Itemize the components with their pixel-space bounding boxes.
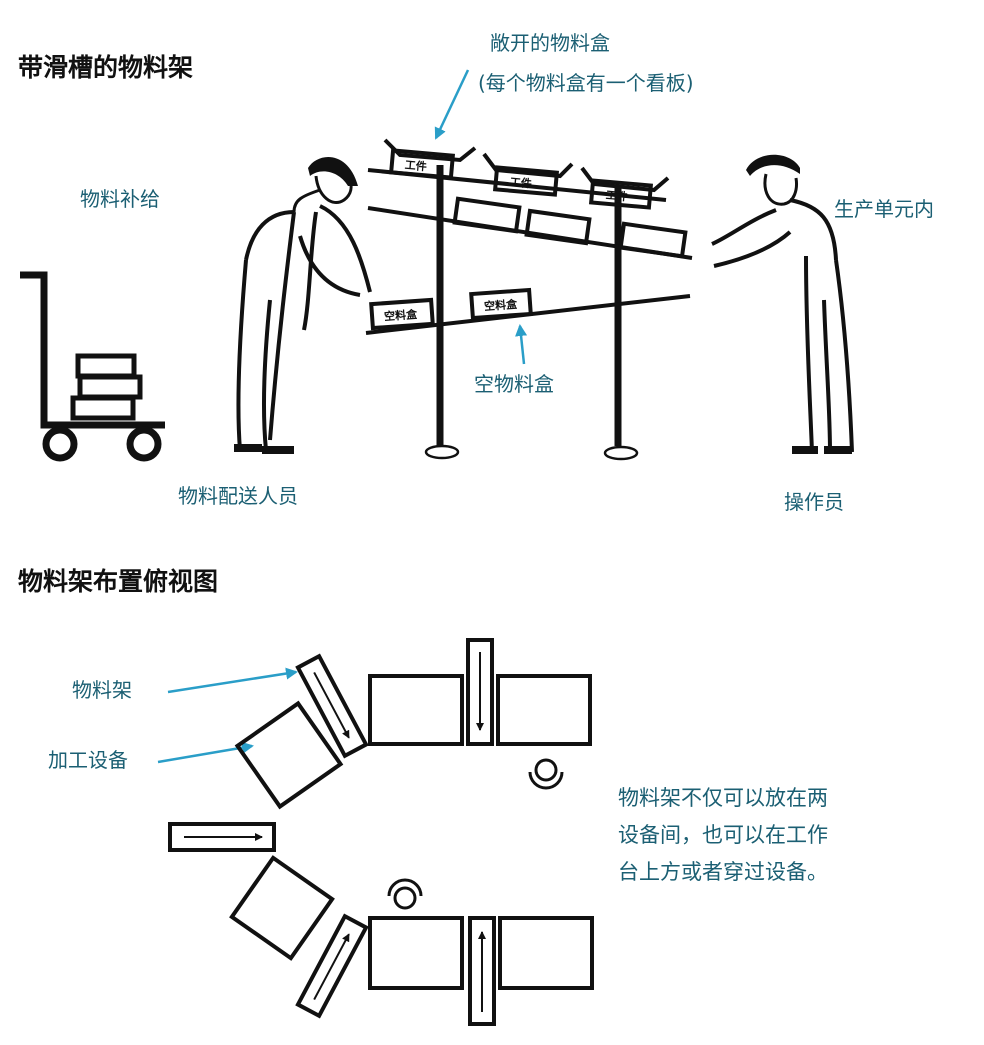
empty-box-1: 空料盒 xyxy=(369,297,435,331)
operator-figure xyxy=(711,154,854,454)
operator-label: 操作员 xyxy=(784,490,844,514)
note-line-1: 物料架不仅可以放在两 xyxy=(618,786,828,810)
operator-symbol-bottom xyxy=(387,878,423,910)
open-box-label: 敞开的物料盒 xyxy=(490,31,610,55)
top-section-title: 带滑槽的物料架 xyxy=(18,53,193,82)
rack-label: 物料架 xyxy=(72,678,132,702)
equipment-top-left xyxy=(234,700,344,810)
equipment-top-1 xyxy=(368,674,464,746)
note-line-3: 台上方或者穿过设备。 xyxy=(618,860,828,884)
workpiece-label-2: 工件 xyxy=(509,175,532,191)
equipment-bottom-2 xyxy=(498,916,594,990)
workpiece-box-2: 工件 xyxy=(482,152,574,197)
empty-box-label-1: 空料盒 xyxy=(384,307,419,323)
workpiece-label-3: 工件 xyxy=(605,188,628,204)
empty-box-label: 空物料盒 xyxy=(474,372,554,396)
material-cart xyxy=(20,271,165,462)
open-box-note: (每个物料盒有一个看板) xyxy=(478,71,694,95)
rack-label-arrow xyxy=(167,667,298,694)
production-cell-label: 生产单元内 xyxy=(834,197,934,221)
workpiece-box-1: 工件 xyxy=(383,138,477,180)
delivery-person-figure xyxy=(234,157,372,454)
workpiece-box-3: 工件 xyxy=(580,166,670,210)
equipment-label: 加工设备 xyxy=(48,748,128,772)
bottom-section-title: 物料架布置俯视图 xyxy=(18,567,218,596)
slide-box-3 xyxy=(618,221,688,259)
equipment-label-arrow xyxy=(157,741,254,764)
note-line-2: 设备间，也可以在工作 xyxy=(618,823,828,847)
supply-label: 物料补给 xyxy=(80,187,160,211)
rack-bottom-left xyxy=(295,913,369,1019)
slide-box-2 xyxy=(524,208,592,246)
equipment-bottom-1 xyxy=(368,916,464,990)
rack-top-middle xyxy=(466,638,494,746)
rack-bottom-middle xyxy=(468,916,496,1026)
empty-box-2: 空料盒 xyxy=(469,287,533,321)
open-box-arrow xyxy=(434,69,470,140)
delivery-person-label: 物料配送人员 xyxy=(178,484,298,508)
equipment-bottom-left xyxy=(229,855,335,961)
rack-left-horizontal xyxy=(168,822,276,852)
rack-top-left xyxy=(295,653,369,759)
empty-box-label-2: 空料盒 xyxy=(484,297,519,313)
slide-box-1 xyxy=(452,196,522,234)
workpiece-label-1: 工件 xyxy=(404,158,427,174)
equipment-top-2 xyxy=(496,674,592,746)
operator-symbol-top xyxy=(528,758,564,790)
empty-box-arrow xyxy=(515,324,528,365)
